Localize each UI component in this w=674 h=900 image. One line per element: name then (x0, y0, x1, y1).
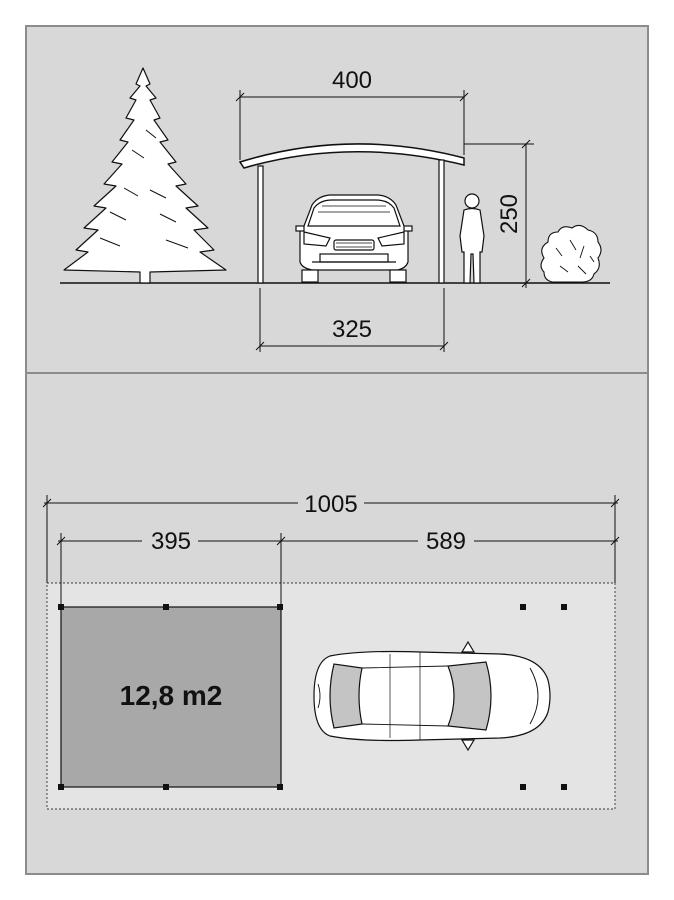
person-icon (459, 193, 485, 284)
elevation-view: 400 325 250 (60, 67, 610, 352)
dimension-height (464, 139, 534, 288)
shed-floor (60, 606, 282, 788)
dimension-total-length-label: 1005 (304, 491, 357, 518)
shrub-icon (540, 224, 602, 283)
dimension-roof-width-label: 400 (332, 67, 372, 94)
dimension-carport-length-label: 589 (426, 528, 466, 555)
car-front-icon (295, 194, 413, 283)
dimension-height-label: 250 (496, 194, 523, 234)
dimension-post-spacing-label: 325 (332, 316, 372, 343)
dimension-total-length (42, 495, 620, 583)
dimension-carport-length (276, 533, 620, 605)
shed-posts (58, 604, 283, 790)
carport-roof (238, 143, 465, 169)
carport-posts (520, 604, 567, 790)
shed-area-label: 12,8 m2 (120, 680, 223, 711)
dimension-roof-width (235, 90, 469, 160)
dimension-shed-length (56, 533, 283, 605)
tree-icon (63, 67, 227, 284)
carport-structure (238, 143, 465, 284)
post-left (257, 165, 264, 284)
dimension-post-spacing (255, 288, 449, 352)
plan-view: 12,8 m2 (42, 491, 620, 810)
dimension-shed-length-label: 395 (151, 528, 191, 555)
post-right (438, 159, 445, 284)
car-top-icon (313, 640, 551, 752)
